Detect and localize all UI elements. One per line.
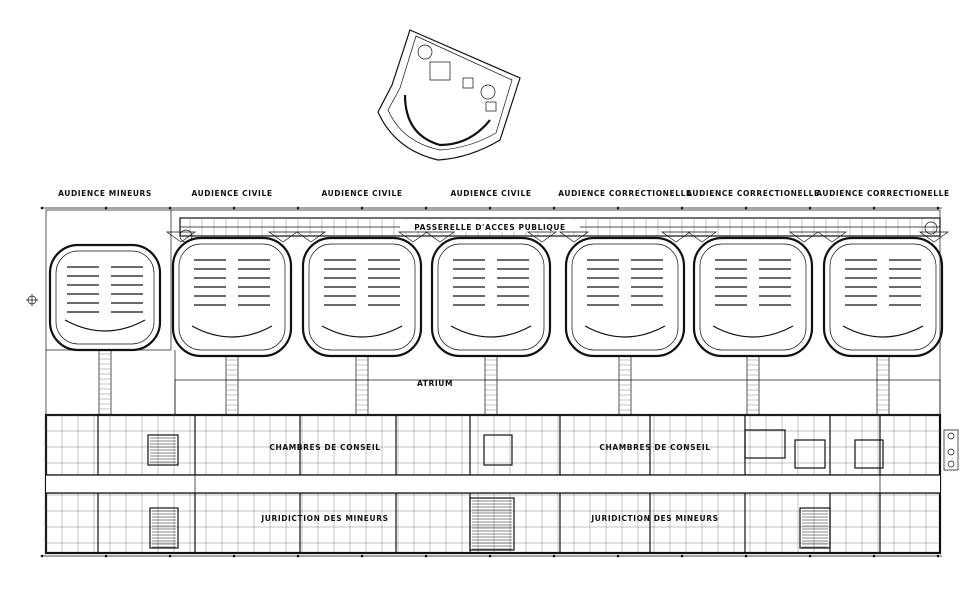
courtroom-1 <box>48 243 162 416</box>
courtroom-2 <box>165 231 299 416</box>
label-juridiction-1: JURIDICTION DES MINEURS <box>260 514 388 523</box>
passerelle-walkway: PASSERELLE D'ACCES PUBLIQUE <box>179 217 941 243</box>
label-audience-correctionelle-3: AUDIENCE CORRECTIONELLE <box>816 189 950 198</box>
label-audience-civile-1: AUDIENCE CIVILE <box>191 189 272 198</box>
courtroom-5 <box>558 231 692 416</box>
courtrooms <box>48 231 950 416</box>
office-block: CHAMBRES DE CONSEIL CHAMBRES DE CONSEIL … <box>44 413 942 555</box>
label-audience-civile-2: AUDIENCE CIVILE <box>321 189 402 198</box>
bottom-dimension-line <box>40 554 942 558</box>
atrium: ATRIUM <box>174 379 941 416</box>
label-audience-civile-3: AUDIENCE CIVILE <box>450 189 531 198</box>
courtroom-3 <box>295 231 429 416</box>
label-audience-mineurs: AUDIENCE MINEURS <box>58 189 152 198</box>
label-juridiction-2: JURIDICTION DES MINEURS <box>590 514 718 523</box>
top-pavilion <box>377 29 521 161</box>
dimension-line <box>40 206 942 210</box>
label-passerelle: PASSERELLE D'ACCES PUBLIQUE <box>414 223 566 232</box>
label-atrium: ATRIUM <box>417 379 453 388</box>
label-chambres-1: CHAMBRES DE CONSEIL <box>269 443 380 452</box>
label-chambres-2: CHAMBRES DE CONSEIL <box>599 443 710 452</box>
stair-cores <box>147 429 884 551</box>
side-markers <box>26 294 959 471</box>
label-audience-correctionelle-1: AUDIENCE CORRECTIONELLE <box>558 189 692 198</box>
label-audience-correctionelle-2: AUDIENCE CORRECTIONELLE <box>686 189 820 198</box>
courtroom-6 <box>686 231 820 416</box>
courtroom-labels: AUDIENCE MINEURS AUDIENCE CIVILE AUDIENC… <box>58 189 950 198</box>
courtroom-7 <box>816 231 950 416</box>
